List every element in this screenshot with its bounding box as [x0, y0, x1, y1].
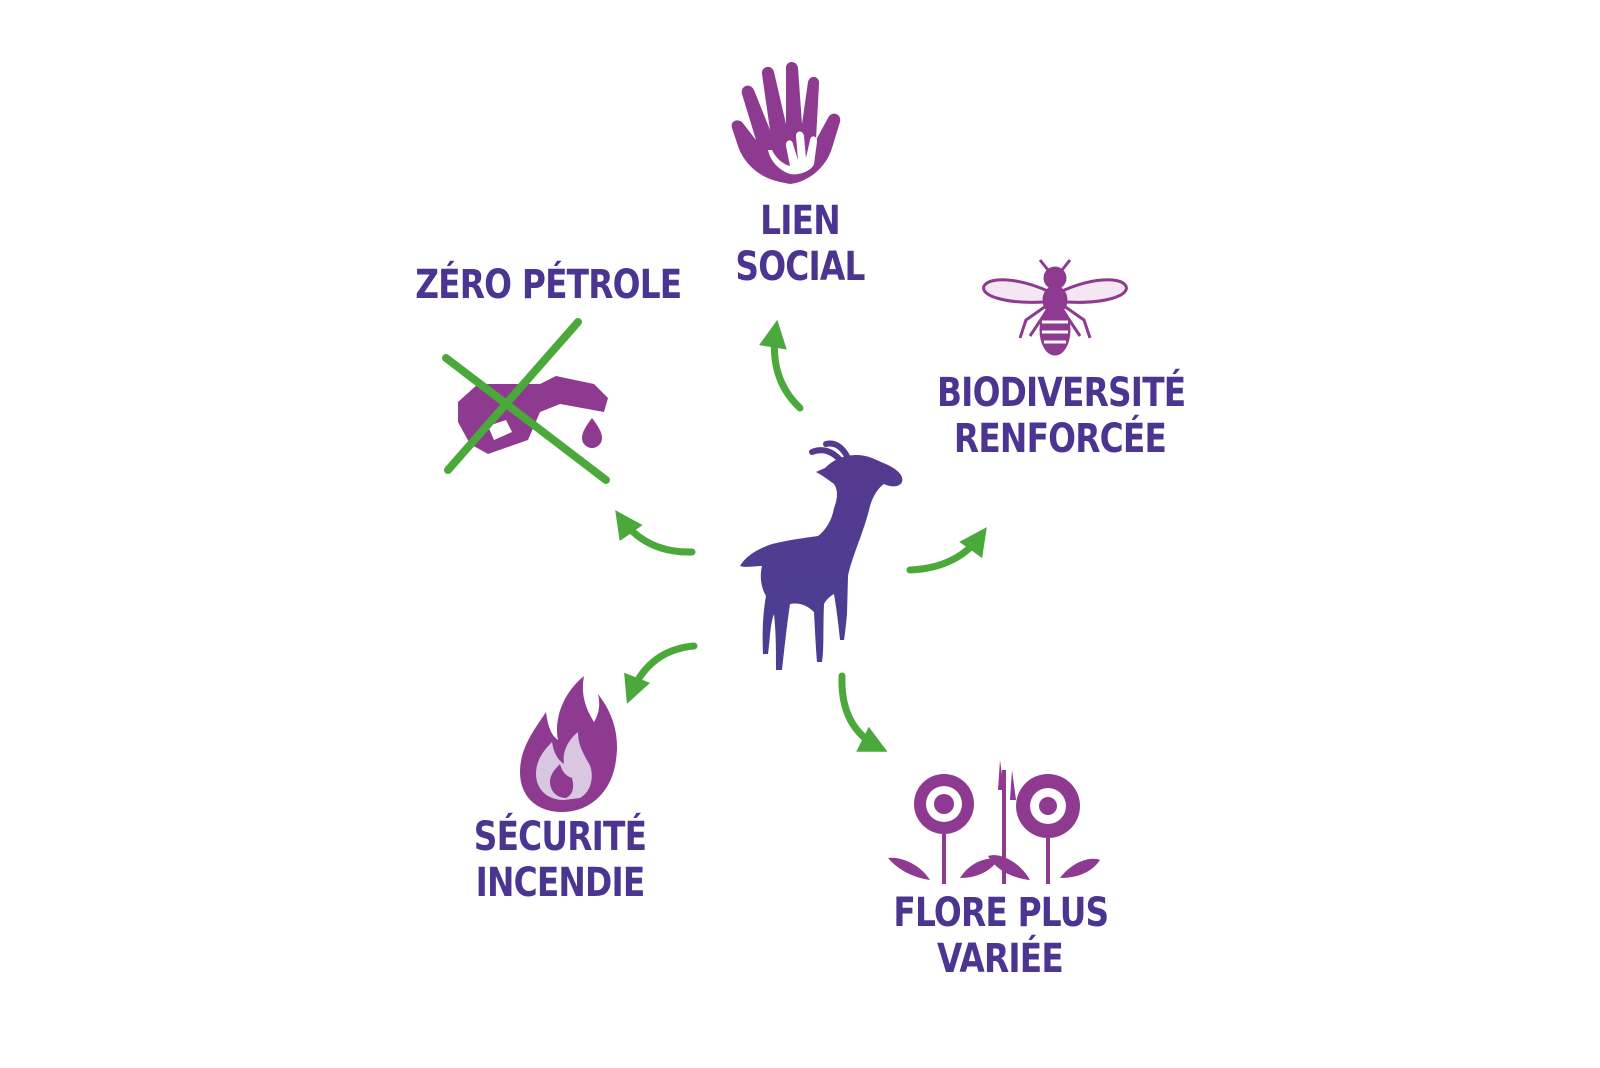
- label-zero-petrole: ZÉRO PÉTROLE: [415, 262, 682, 308]
- label-zero-petrole-line1: ZÉRO PÉTROLE: [415, 262, 682, 308]
- label-biodiversite: BIODIVERSITÉ RENFORCÉE: [937, 370, 1186, 462]
- label-lien-social-line2: SOCIAL: [735, 244, 865, 290]
- label-securite-line2: INCENDIE: [475, 860, 646, 906]
- arrow-to-lien-social: [759, 319, 804, 412]
- arrow-to-zero-petrole: [615, 510, 696, 556]
- label-flore-line1: FLORE PLUS: [893, 890, 1109, 936]
- crossed-fuel-nozzle-icon: [442, 318, 610, 484]
- label-lien-social: LIEN SOCIAL: [718, 198, 882, 290]
- flame-icon: [520, 676, 618, 812]
- label-biodiversite-line2: RENFORCÉE: [953, 416, 1167, 462]
- arrow-to-securite: [624, 642, 698, 704]
- label-lien-social-line1: LIEN: [760, 198, 841, 244]
- label-flore: FLORE PLUS VARIÉE: [893, 890, 1109, 982]
- label-securite-line1: SÉCURITÉ: [473, 814, 647, 860]
- flowers-icon: [888, 760, 1100, 884]
- label-flore-line2: VARIÉE: [937, 936, 1064, 982]
- arrows: [615, 319, 987, 752]
- label-securite: SÉCURITÉ INCENDIE: [462, 814, 659, 906]
- arrow-to-biodiversite: [906, 527, 987, 574]
- hands-icon: [731, 62, 841, 184]
- goat-icon: [740, 440, 903, 670]
- bee-icon: [982, 259, 1128, 356]
- label-biodiversite-line1: BIODIVERSITÉ: [937, 370, 1186, 416]
- arrow-to-flore: [838, 672, 888, 752]
